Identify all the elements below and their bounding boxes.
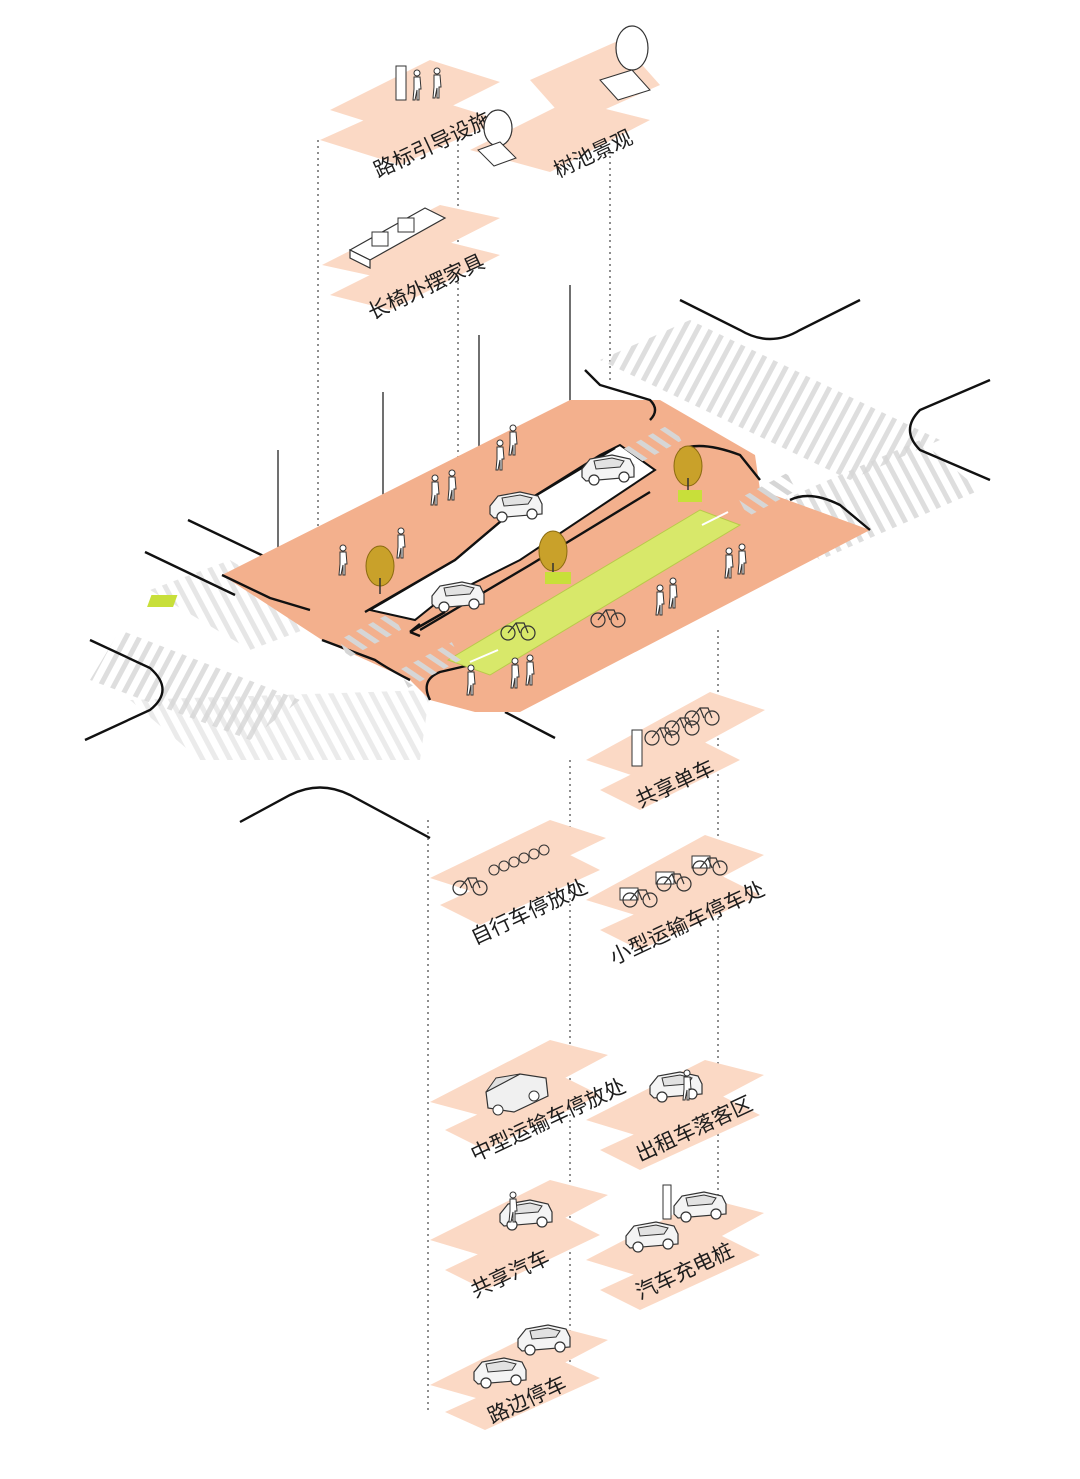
label-tree-pit: 树池景观 (470, 25, 660, 183)
label-signage: 路标引导设施 (320, 60, 500, 183)
signpost-icon (631, 729, 643, 767)
label-ev-charging: 汽车充电桩 (586, 1184, 764, 1310)
signpost-icon (395, 65, 407, 101)
charging-station-icon (662, 1184, 672, 1220)
cargo-bike-icon (619, 855, 728, 908)
platform-figures (147, 424, 747, 696)
bike-rack-icon (488, 844, 550, 876)
arrow-icon (409, 610, 446, 638)
tree-icon (477, 25, 651, 167)
crosswalks (90, 320, 980, 760)
delivery-truck-icon (485, 1073, 549, 1116)
label-shared-car: 共享汽车 (430, 1180, 608, 1303)
label-medium-transport: 中型运输车停放处 (430, 1040, 629, 1167)
label-street-parking: 路边停车 (430, 1324, 608, 1430)
bench-icon (348, 207, 447, 269)
street-context (84, 298, 991, 840)
label-small-transport: 小型运输车停车处 (586, 835, 768, 970)
label-bike-parking: 自行车停放处 (430, 820, 606, 950)
label-shared-bike: 共享单车 (586, 692, 765, 813)
arrow-icon (469, 511, 729, 663)
label-bench: 长椅外摆家具 (322, 205, 500, 325)
